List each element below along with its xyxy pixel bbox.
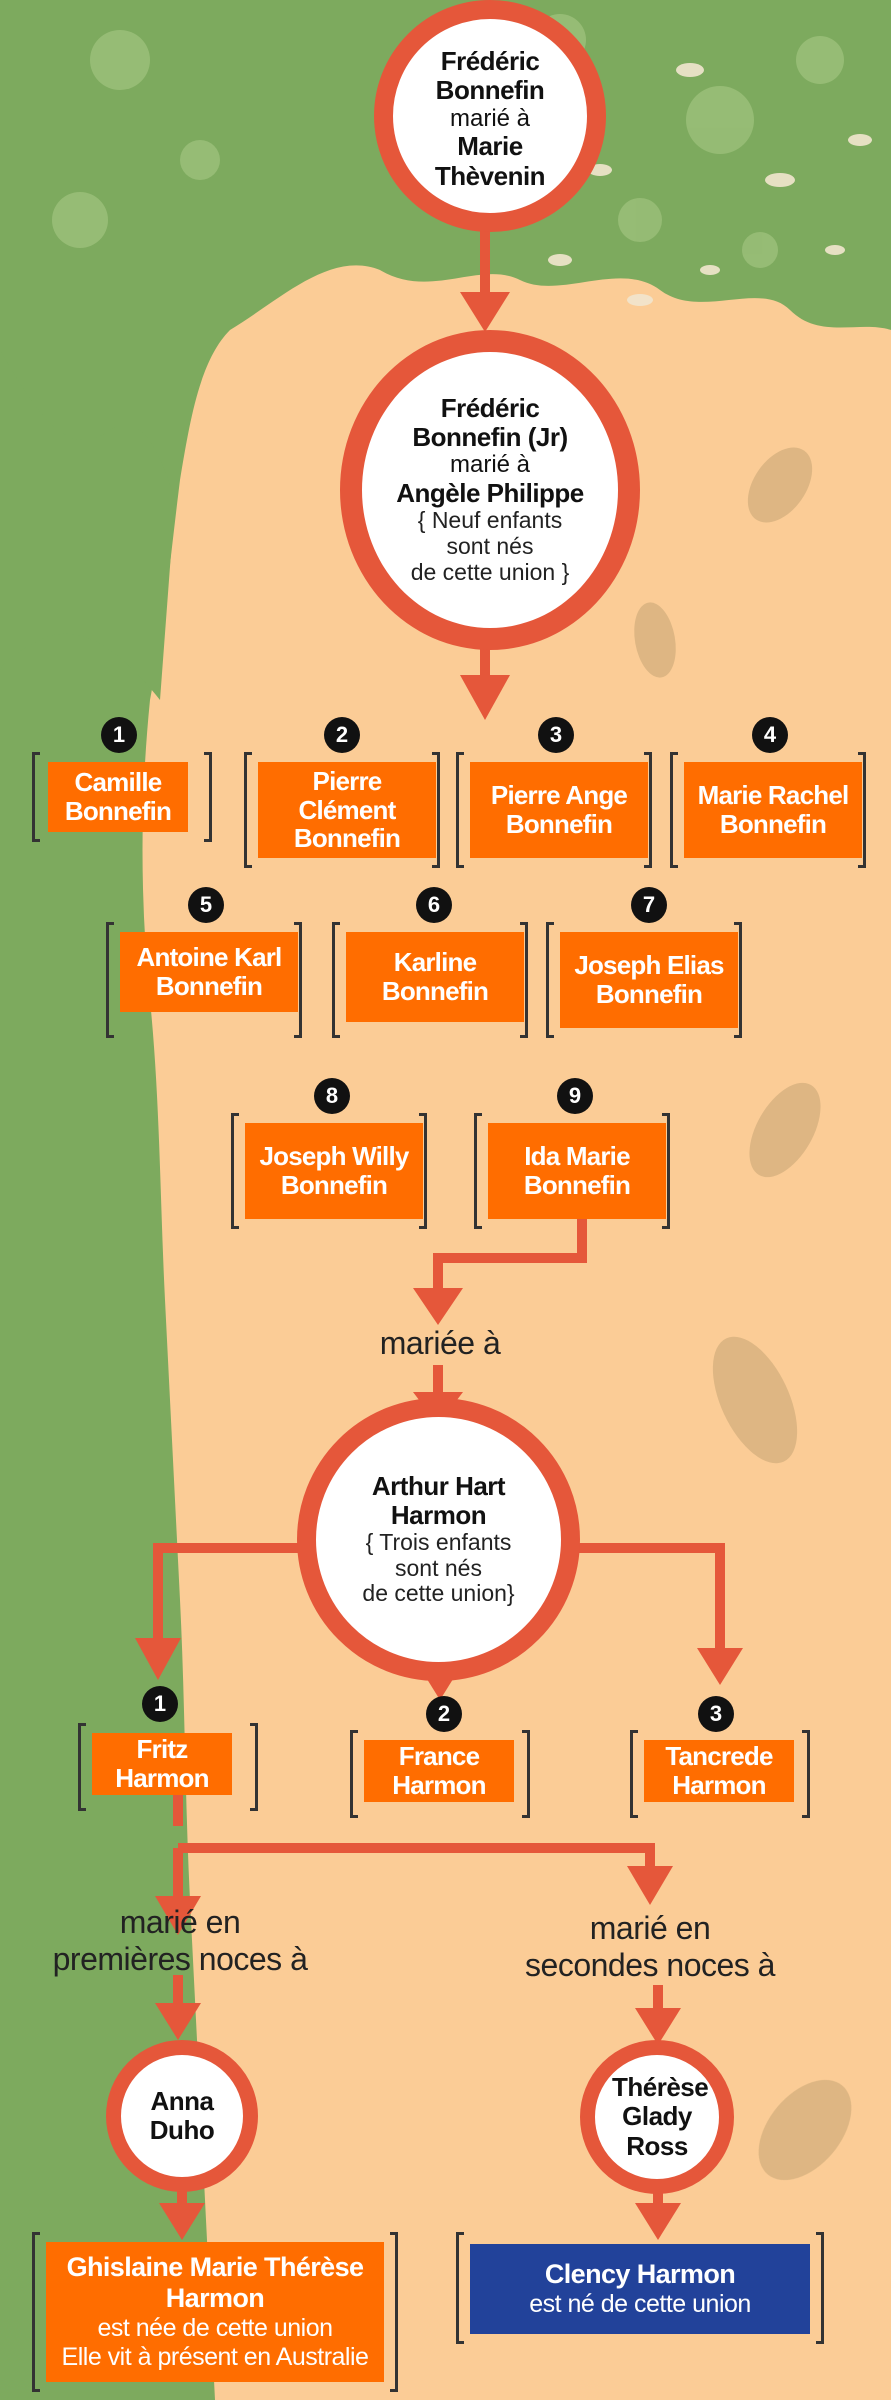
node-frederic-bonnefin-jr: Frédéric Bonnefin (Jr) marié à Angèle Ph…	[340, 330, 640, 650]
bracket-left	[670, 752, 678, 868]
child-number-badge: 1	[142, 1686, 178, 1722]
child-number-badge: 2	[426, 1696, 462, 1732]
bracket-left	[630, 1730, 638, 1818]
bracket-right	[734, 922, 742, 1038]
gen1-name: Frédéric Bonnefin	[435, 46, 545, 106]
bracket-right	[644, 752, 652, 868]
child-box-karline: Karline Bonnefin	[346, 932, 524, 1022]
bracket-right	[294, 922, 302, 1038]
child-number-badge: 9	[557, 1078, 593, 1114]
first-marriage-line-2: premières noces à	[52, 1940, 308, 1977]
child-box-joseph-elias: Joseph Elias Bonnefin	[560, 932, 738, 1028]
bracket-left	[244, 752, 252, 868]
first-marriage-label: marié en premières noces à	[20, 1904, 340, 1978]
bracket-left	[78, 1723, 86, 1811]
first-spouse-name: Anna Duho	[149, 2085, 215, 2145]
bracket-right	[390, 2232, 398, 2392]
gen3-name: Arthur Hart Harmon	[371, 1470, 506, 1530]
bracket-left	[474, 1113, 482, 1229]
gen3-note-1: { Trois enfants	[365, 1528, 512, 1555]
node-anna-duho: Anna Duho	[106, 2040, 258, 2192]
child-number-badge: 2	[324, 717, 360, 753]
child-box-tancrede: Tancrede Harmon	[644, 1740, 794, 1802]
gen1-spouse: Marie Thèvenin	[434, 131, 546, 191]
clency-name: Clency Harmon	[544, 2259, 736, 2290]
bracket-left	[456, 752, 464, 868]
bracket-right	[204, 752, 212, 842]
ghislaine-line-1: est née de cette union	[97, 2314, 333, 2343]
bracket-left	[546, 922, 554, 1038]
gen2-note-2: sont nés	[446, 533, 534, 560]
gen1-relation: marié à	[449, 104, 531, 132]
bracket-left	[32, 752, 40, 842]
child-number-badge: 8	[314, 1078, 350, 1114]
bracket-left	[456, 2232, 464, 2344]
node-arthur-hart-harmon: Arthur Hart Harmon { Trois enfants sont …	[297, 1398, 580, 1681]
second-marriage-line-1: marié en	[589, 1910, 711, 1946]
child-number-badge: 7	[631, 887, 667, 923]
child-number-badge: 3	[698, 1696, 734, 1732]
second-marriage-label: marié en secondes noces à	[490, 1910, 810, 1984]
node-frederic-bonnefin: Frédéric Bonnefin marié à Marie Thèvenin	[374, 0, 606, 232]
child-number-badge: 6	[416, 887, 452, 923]
child-number-badge: 3	[538, 717, 574, 753]
gen3-note-2: sont nés	[395, 1554, 482, 1581]
gen2-relation: marié à	[449, 451, 531, 479]
child-box-pierre-clement: Pierre Clément Bonnefin	[258, 762, 436, 858]
second-marriage-line-2: secondes noces à	[525, 1946, 775, 1983]
ghislaine-name: Ghislaine Marie Thérèse Harmon	[66, 2252, 364, 2314]
second-spouse-name: Thérèse Glady Ross	[612, 2072, 709, 2161]
bracket-left	[32, 2232, 40, 2392]
gen2-note-1: { Neuf enfants	[417, 507, 563, 534]
bracket-left	[350, 1730, 358, 1818]
gen2-spouse: Angèle Philippe	[396, 478, 584, 509]
bracket-right	[250, 1723, 258, 1811]
bracket-left	[332, 922, 340, 1038]
bracket-right	[662, 1113, 670, 1229]
bracket-right	[419, 1113, 427, 1229]
child-box-pierre-ange: Pierre Ange Bonnefin	[470, 762, 648, 858]
bracket-right	[816, 2232, 824, 2344]
gen2-note-3: de cette union }	[410, 558, 570, 585]
child-box-ida-marie: Ida Marie Bonnefin	[488, 1123, 666, 1219]
first-marriage-line-1: marié en	[119, 1904, 241, 1940]
child-box-camille: Camille Bonnefin	[48, 762, 188, 832]
child-number-badge: 1	[101, 717, 137, 753]
clency-line-1: est né de cette union	[529, 2290, 751, 2319]
bracket-right	[522, 1730, 530, 1818]
ghislaine-line-2: Elle vit à présent en Australie	[61, 2343, 369, 2372]
child-box-fritz: Fritz Harmon	[92, 1733, 232, 1795]
node-therese-glady-ross: Thérèse Glady Ross	[580, 2040, 734, 2194]
bracket-left	[231, 1113, 239, 1229]
gen3-note-3: de cette union}	[362, 1580, 515, 1607]
bracket-right	[432, 752, 440, 868]
child-number-badge: 5	[188, 887, 224, 923]
gen2-name: Frédéric Bonnefin (Jr)	[412, 393, 568, 453]
child-box-antoine-karl: Antoine Karl Bonnefin	[120, 932, 298, 1012]
child-box-france: France Harmon	[364, 1740, 514, 1802]
bracket-left	[106, 922, 114, 1038]
child-box-marie-rachel: Marie Rachel Bonnefin	[684, 762, 862, 858]
child-box-joseph-willy: Joseph Willy Bonnefin	[245, 1123, 423, 1219]
bracket-right	[802, 1730, 810, 1818]
bracket-right	[858, 752, 866, 868]
child-box-clency: Clency Harmon est né de cette union	[470, 2244, 810, 2334]
bracket-right	[520, 922, 528, 1038]
child-box-ghislaine: Ghislaine Marie Thérèse Harmon est née d…	[46, 2242, 384, 2382]
mariee-label: mariée à	[379, 1325, 501, 1361]
child-number-badge: 4	[752, 717, 788, 753]
